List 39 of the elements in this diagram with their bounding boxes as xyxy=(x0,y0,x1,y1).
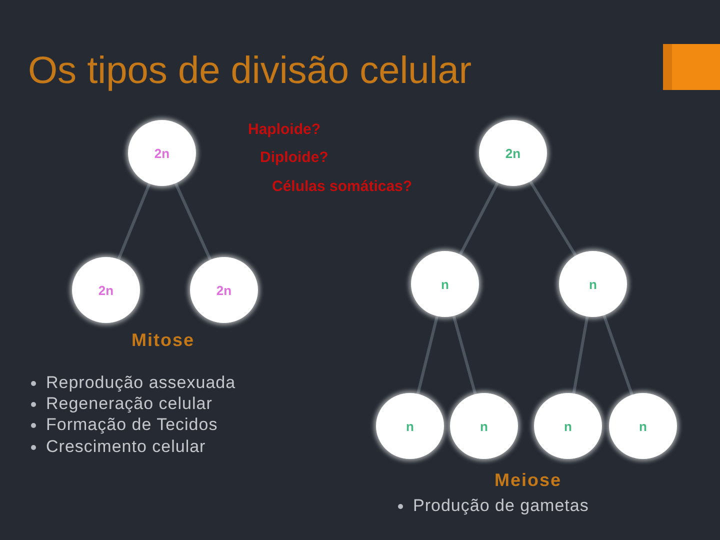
slide-title: Os tipos de divisão celular xyxy=(28,49,472,94)
list-item-text: Formação de Tecidos xyxy=(46,415,218,435)
connector-line xyxy=(117,182,151,261)
connector-line xyxy=(572,315,589,395)
question-note: Diploide? xyxy=(260,149,328,166)
cell-circle xyxy=(450,393,518,459)
process-heading: Meiose xyxy=(494,470,562,491)
connector-line xyxy=(458,180,500,256)
connector-line xyxy=(602,314,634,396)
question-note: Células somáticas? xyxy=(272,178,412,196)
connector-line xyxy=(174,182,212,262)
cell-circle xyxy=(128,120,196,186)
ploidy-label: n xyxy=(480,418,488,434)
cell-circle xyxy=(479,120,547,186)
list-item-text: Regeneração celular xyxy=(46,394,212,414)
process-heading: Mitose xyxy=(132,330,194,351)
list-item-text: Produção de gametas xyxy=(413,496,589,516)
ploidy-label: 2n xyxy=(154,146,170,160)
cell-circle xyxy=(376,393,444,459)
cell-circle xyxy=(609,393,677,459)
ploidy-label: n xyxy=(441,276,449,292)
list-item-text: Reprodução assexuada xyxy=(46,373,236,393)
ploidy-label: n xyxy=(589,276,597,292)
cell-circle xyxy=(534,393,602,459)
question-note: Haploide? xyxy=(248,121,321,138)
cell-circle xyxy=(559,251,627,317)
list-item-text: Crescimento celular xyxy=(46,437,206,457)
ploidy-label: 2n xyxy=(98,282,114,298)
cell-circle xyxy=(72,257,140,323)
connector-line xyxy=(416,314,439,396)
ploidy-label: 2n xyxy=(216,282,232,298)
ploidy-label: n xyxy=(639,418,647,434)
ploidy-label: 2n xyxy=(505,146,521,160)
connector-line xyxy=(452,314,477,396)
cell-circle xyxy=(190,257,258,323)
ploidy-label: n xyxy=(564,418,572,434)
connector-line xyxy=(528,180,578,258)
cell-circle xyxy=(411,251,479,317)
ploidy-label: n xyxy=(406,418,414,434)
